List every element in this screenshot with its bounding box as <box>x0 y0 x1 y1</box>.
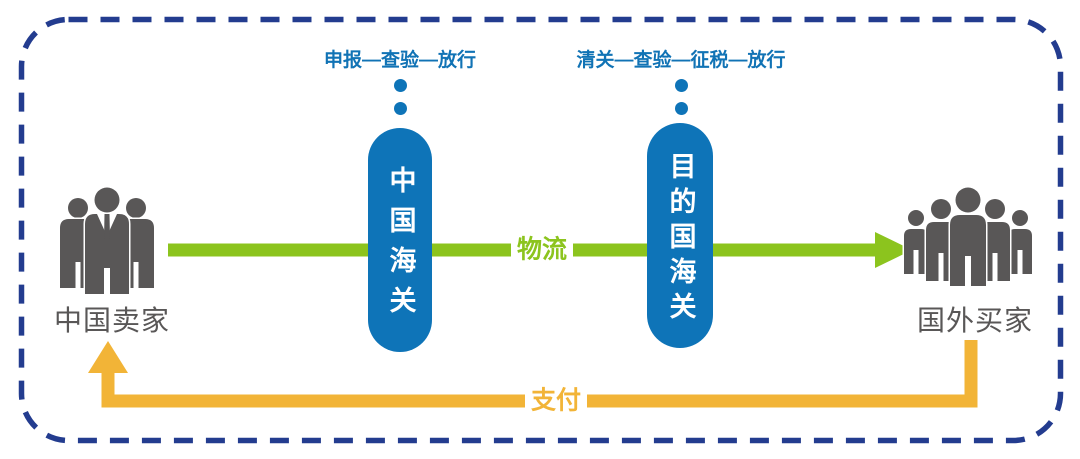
china-customs-process-note: 申报—查验—放行 <box>323 50 477 71</box>
connector-dot-icon <box>394 79 407 92</box>
payment-flow-label: 支付 <box>524 386 588 416</box>
foreign-buyers-label: 国外买家 <box>916 305 1034 336</box>
china-customs-label: 中国海关 <box>385 166 416 326</box>
destination-customs-label: 目的国海关 <box>665 152 696 327</box>
payment-arrowhead-icon <box>88 341 128 373</box>
destination-customs-pill: 目的国海关 <box>647 123 713 348</box>
dashed-border <box>18 16 1064 444</box>
destination-customs-process-note: 清关—查验—征税—放行 <box>576 50 786 71</box>
foreign-buyers-icon <box>902 186 1034 288</box>
seller-tie-icon <box>104 214 110 246</box>
china-sellers-icon <box>58 186 156 296</box>
china-customs-pill: 中国海关 <box>368 128 432 352</box>
logistics-arrowhead-icon <box>875 232 912 268</box>
connector-dot-icon <box>675 79 688 92</box>
china-sellers-label: 中国卖家 <box>53 305 171 336</box>
connector-dot-icon <box>394 102 407 115</box>
logistics-flow-label: 物流 <box>510 235 574 265</box>
connector-dot-icon <box>675 102 688 115</box>
